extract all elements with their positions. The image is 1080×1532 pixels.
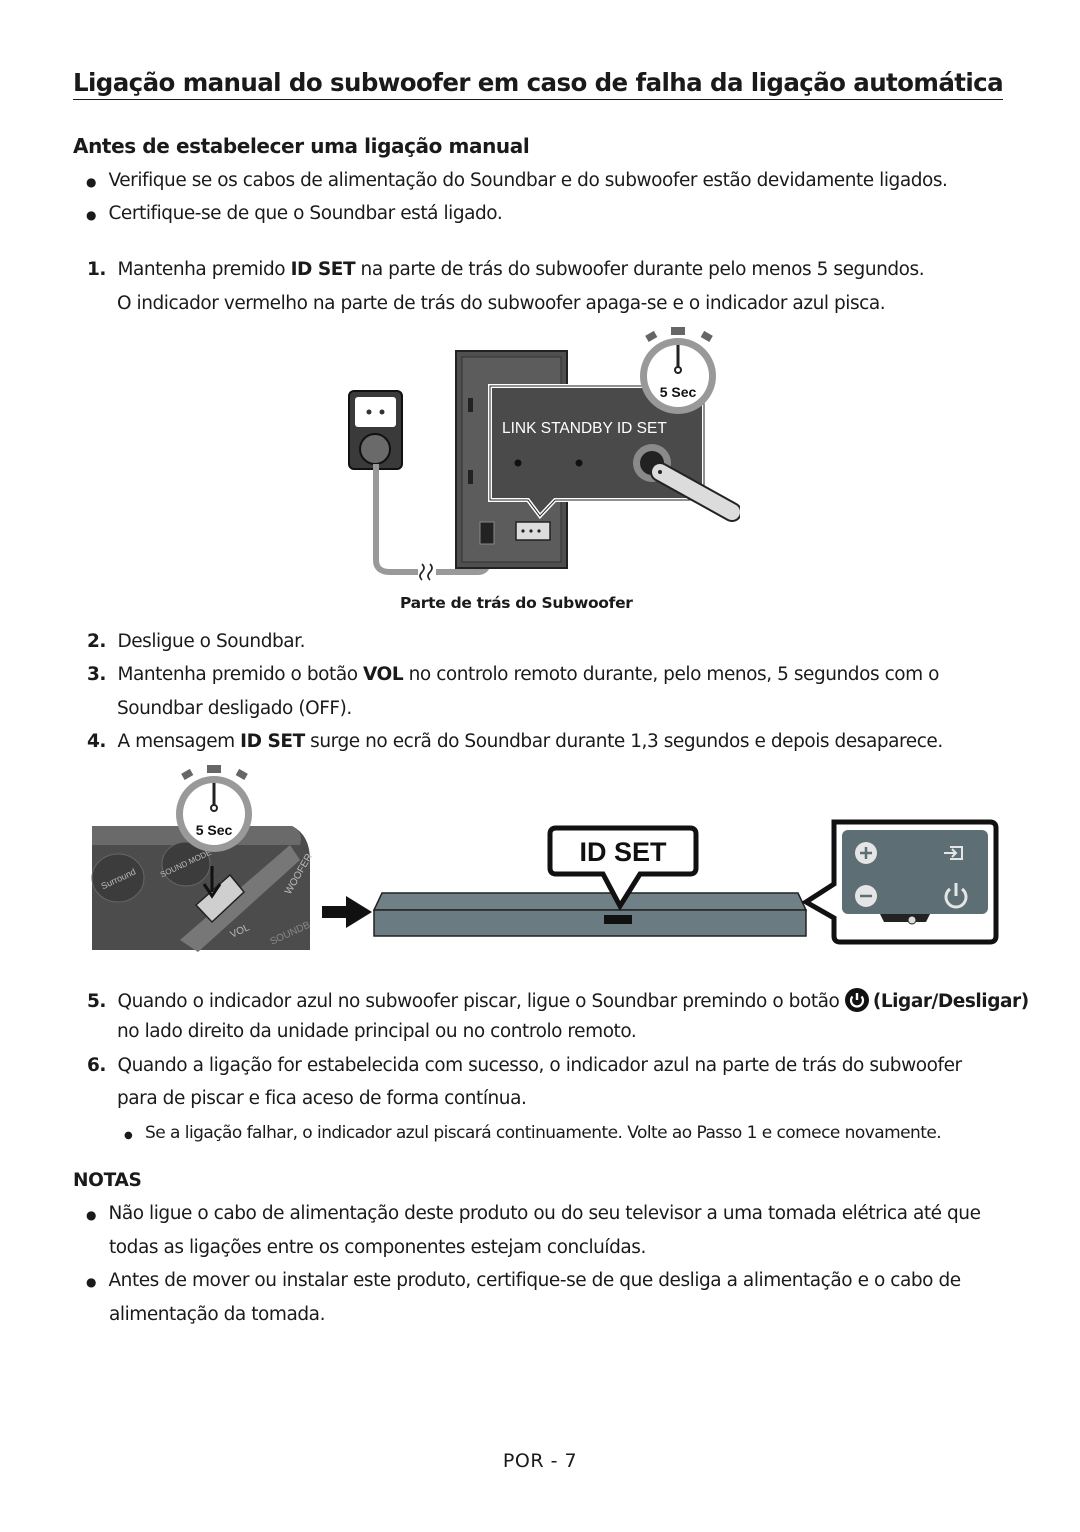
timer-label: 5 Sec <box>196 822 233 838</box>
bullet-dot: ● <box>86 1208 97 1222</box>
subwoofer-back-illustration: LINK STANDBY ID SET 5 Sec <box>348 327 740 581</box>
keyword-id-set: ID SET <box>290 259 356 280</box>
wall-socket-icon <box>348 390 403 470</box>
step-number: 4. <box>87 731 107 752</box>
step-1: 1. Mantenha premido ID SET na parte de t… <box>87 259 925 280</box>
step-text: Desligue o Soundbar. <box>117 631 306 652</box>
id-set-display-text: ID SET <box>579 837 667 867</box>
bullet-text: Verifique se os cabos de alimentação do … <box>108 170 948 191</box>
remote-control: Surround SOUND MODE WOOFER VOL SOUNDB <box>91 826 315 952</box>
step-number: 6. <box>87 1055 107 1076</box>
bullet-dot: ● <box>86 1275 97 1289</box>
id-set-panel-callout: LINK STANDBY ID SET <box>488 384 740 522</box>
step-number: 1. <box>87 259 107 280</box>
timer-label: 5 Sec <box>660 384 697 400</box>
page-title: Ligação manual do subwoofer em caso de f… <box>73 68 1004 100</box>
keyword-vol: VOL <box>363 664 404 685</box>
step-text: Quando o indicador azul no subwoofer pis… <box>117 988 1029 1012</box>
soundbar-remote-illustration: Surround SOUND MODE WOOFER VOL SOUNDB 5 … <box>91 765 999 952</box>
timer-icon: 5 Sec <box>640 327 716 414</box>
note-item: ● Não ligue o cabo de alimentação deste … <box>86 1203 981 1224</box>
input-source-icon <box>944 846 963 860</box>
panel-labels: LINK STANDBY ID SET <box>502 420 667 437</box>
bullet-text: Certifique-se de que o Soundbar está lig… <box>108 203 503 224</box>
step-number: 5. <box>87 991 107 1012</box>
power-icon <box>944 883 968 909</box>
note-item-line2: alimentação da tomada. <box>109 1304 325 1325</box>
step-6: 6. Quando a ligação for estabelecida com… <box>87 1055 962 1076</box>
step-5-line2: no lado direito da unidade principal ou … <box>117 1021 637 1042</box>
soundbar-unit <box>372 892 808 937</box>
step-3: 3. Mantenha premido o botão VOL no contr… <box>87 664 939 685</box>
step-number: 3. <box>87 664 107 685</box>
note-text: Não ligue o cabo de alimentação deste pr… <box>108 1203 981 1224</box>
step-2: 2. Desligue o Soundbar. <box>87 631 306 652</box>
step-1-line2: O indicador vermelho na parte de trás do… <box>117 293 886 314</box>
bullet-text: Se a ligação falhar, o indicador azul pi… <box>145 1123 942 1143</box>
side-buttons-callout <box>801 819 999 945</box>
keyword-power: (Ligar/Desligar) <box>872 991 1029 1012</box>
step-text: Mantenha premido ID SET na parte de trás… <box>117 259 925 280</box>
note-item-line2: todas as ligações entre os componentes e… <box>109 1237 646 1258</box>
step-number: 2. <box>87 631 107 652</box>
bullet-dot: ● <box>86 208 97 222</box>
step-text: A mensagem ID SET surge no ecrã do Sound… <box>117 731 943 752</box>
bullet-item: ● Certifique-se de que o Soundbar está l… <box>86 203 503 224</box>
right-arrow-icon <box>322 896 372 928</box>
power-button-icon <box>844 988 869 1012</box>
timer-icon: 5 Sec <box>176 765 252 852</box>
keyword-id-set: ID SET <box>240 731 305 752</box>
section-subtitle: Antes de estabelecer uma ligação manual <box>73 134 530 158</box>
step-4: 4. A mensagem ID SET surge no ecrã do So… <box>87 731 943 752</box>
page-number: POR - 7 <box>502 1450 578 1472</box>
bullet-dot: ● <box>124 1130 133 1141</box>
sub-bullet-item: ● Se a ligação falhar, o indicador azul … <box>124 1123 942 1143</box>
note-item: ● Antes de mover ou instalar este produt… <box>86 1270 961 1291</box>
step-6-line2: para de piscar e fica aceso de forma con… <box>117 1088 527 1109</box>
notes-heading: NOTAS <box>73 1170 142 1191</box>
figure-caption: Parte de trás do Subwoofer <box>400 594 633 612</box>
bullet-dot: ● <box>86 175 97 189</box>
step-5: 5. Quando o indicador azul no subwoofer … <box>87 988 1029 1012</box>
bullet-item: ● Verifique se os cabos de alimentação d… <box>86 170 948 191</box>
note-text: Antes de mover ou instalar este produto,… <box>108 1270 961 1291</box>
step-text: Mantenha premido o botão VOL no controlo… <box>117 664 940 685</box>
id-set-display-callout: ID SET <box>547 825 699 911</box>
step-3-line2: Soundbar desligado (OFF). <box>117 698 352 719</box>
step-text: Quando a ligação for estabelecida com su… <box>117 1055 962 1076</box>
